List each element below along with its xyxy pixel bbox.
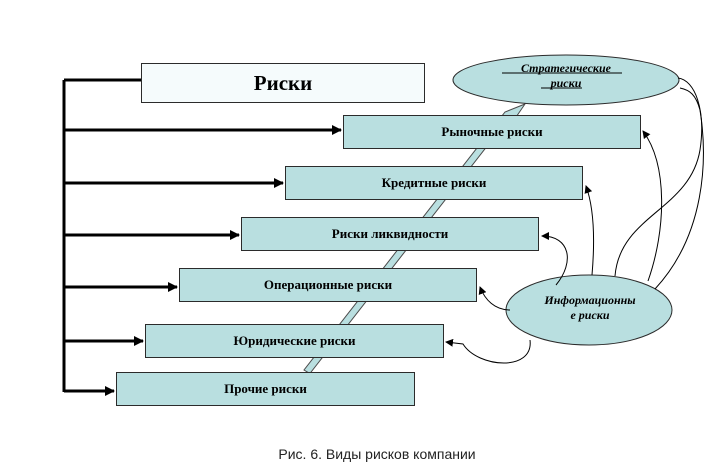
info-to-market: [642, 130, 663, 282]
liquidity-risks-box: Риски ликвидности: [241, 217, 539, 251]
info-to-strategic-2: [654, 87, 704, 290]
info-risks-label: Информационны е риски: [520, 288, 660, 328]
risks-title: Риски: [141, 63, 425, 103]
legal-risks-box: Юридические риски: [145, 324, 444, 358]
market-risks-box: Рыночные риски: [343, 115, 641, 149]
strategic-ellipse: [452, 54, 680, 106]
strategic-line-1: Стратегические: [521, 61, 611, 75]
strategic-risks-label: Стратегические риски: [466, 59, 666, 93]
info-to-operational: [478, 286, 511, 311]
info-to-liquidity: [541, 232, 568, 286]
info-to-legal: [445, 338, 531, 364]
info-to-credit: [584, 185, 595, 276]
info-line-2: е риски: [570, 308, 610, 322]
operational-risks-box: Операционные риски: [179, 268, 477, 302]
figure-caption: Рис. 6. Виды рисков компании: [278, 446, 476, 462]
info-line-1: Информационны: [544, 293, 636, 307]
info-to-strategic-1: [614, 77, 703, 277]
strategic-line-2: риски: [550, 76, 582, 90]
other-risks-box: Прочие риски: [116, 372, 415, 406]
credit-risks-box: Кредитные риски: [285, 166, 583, 200]
